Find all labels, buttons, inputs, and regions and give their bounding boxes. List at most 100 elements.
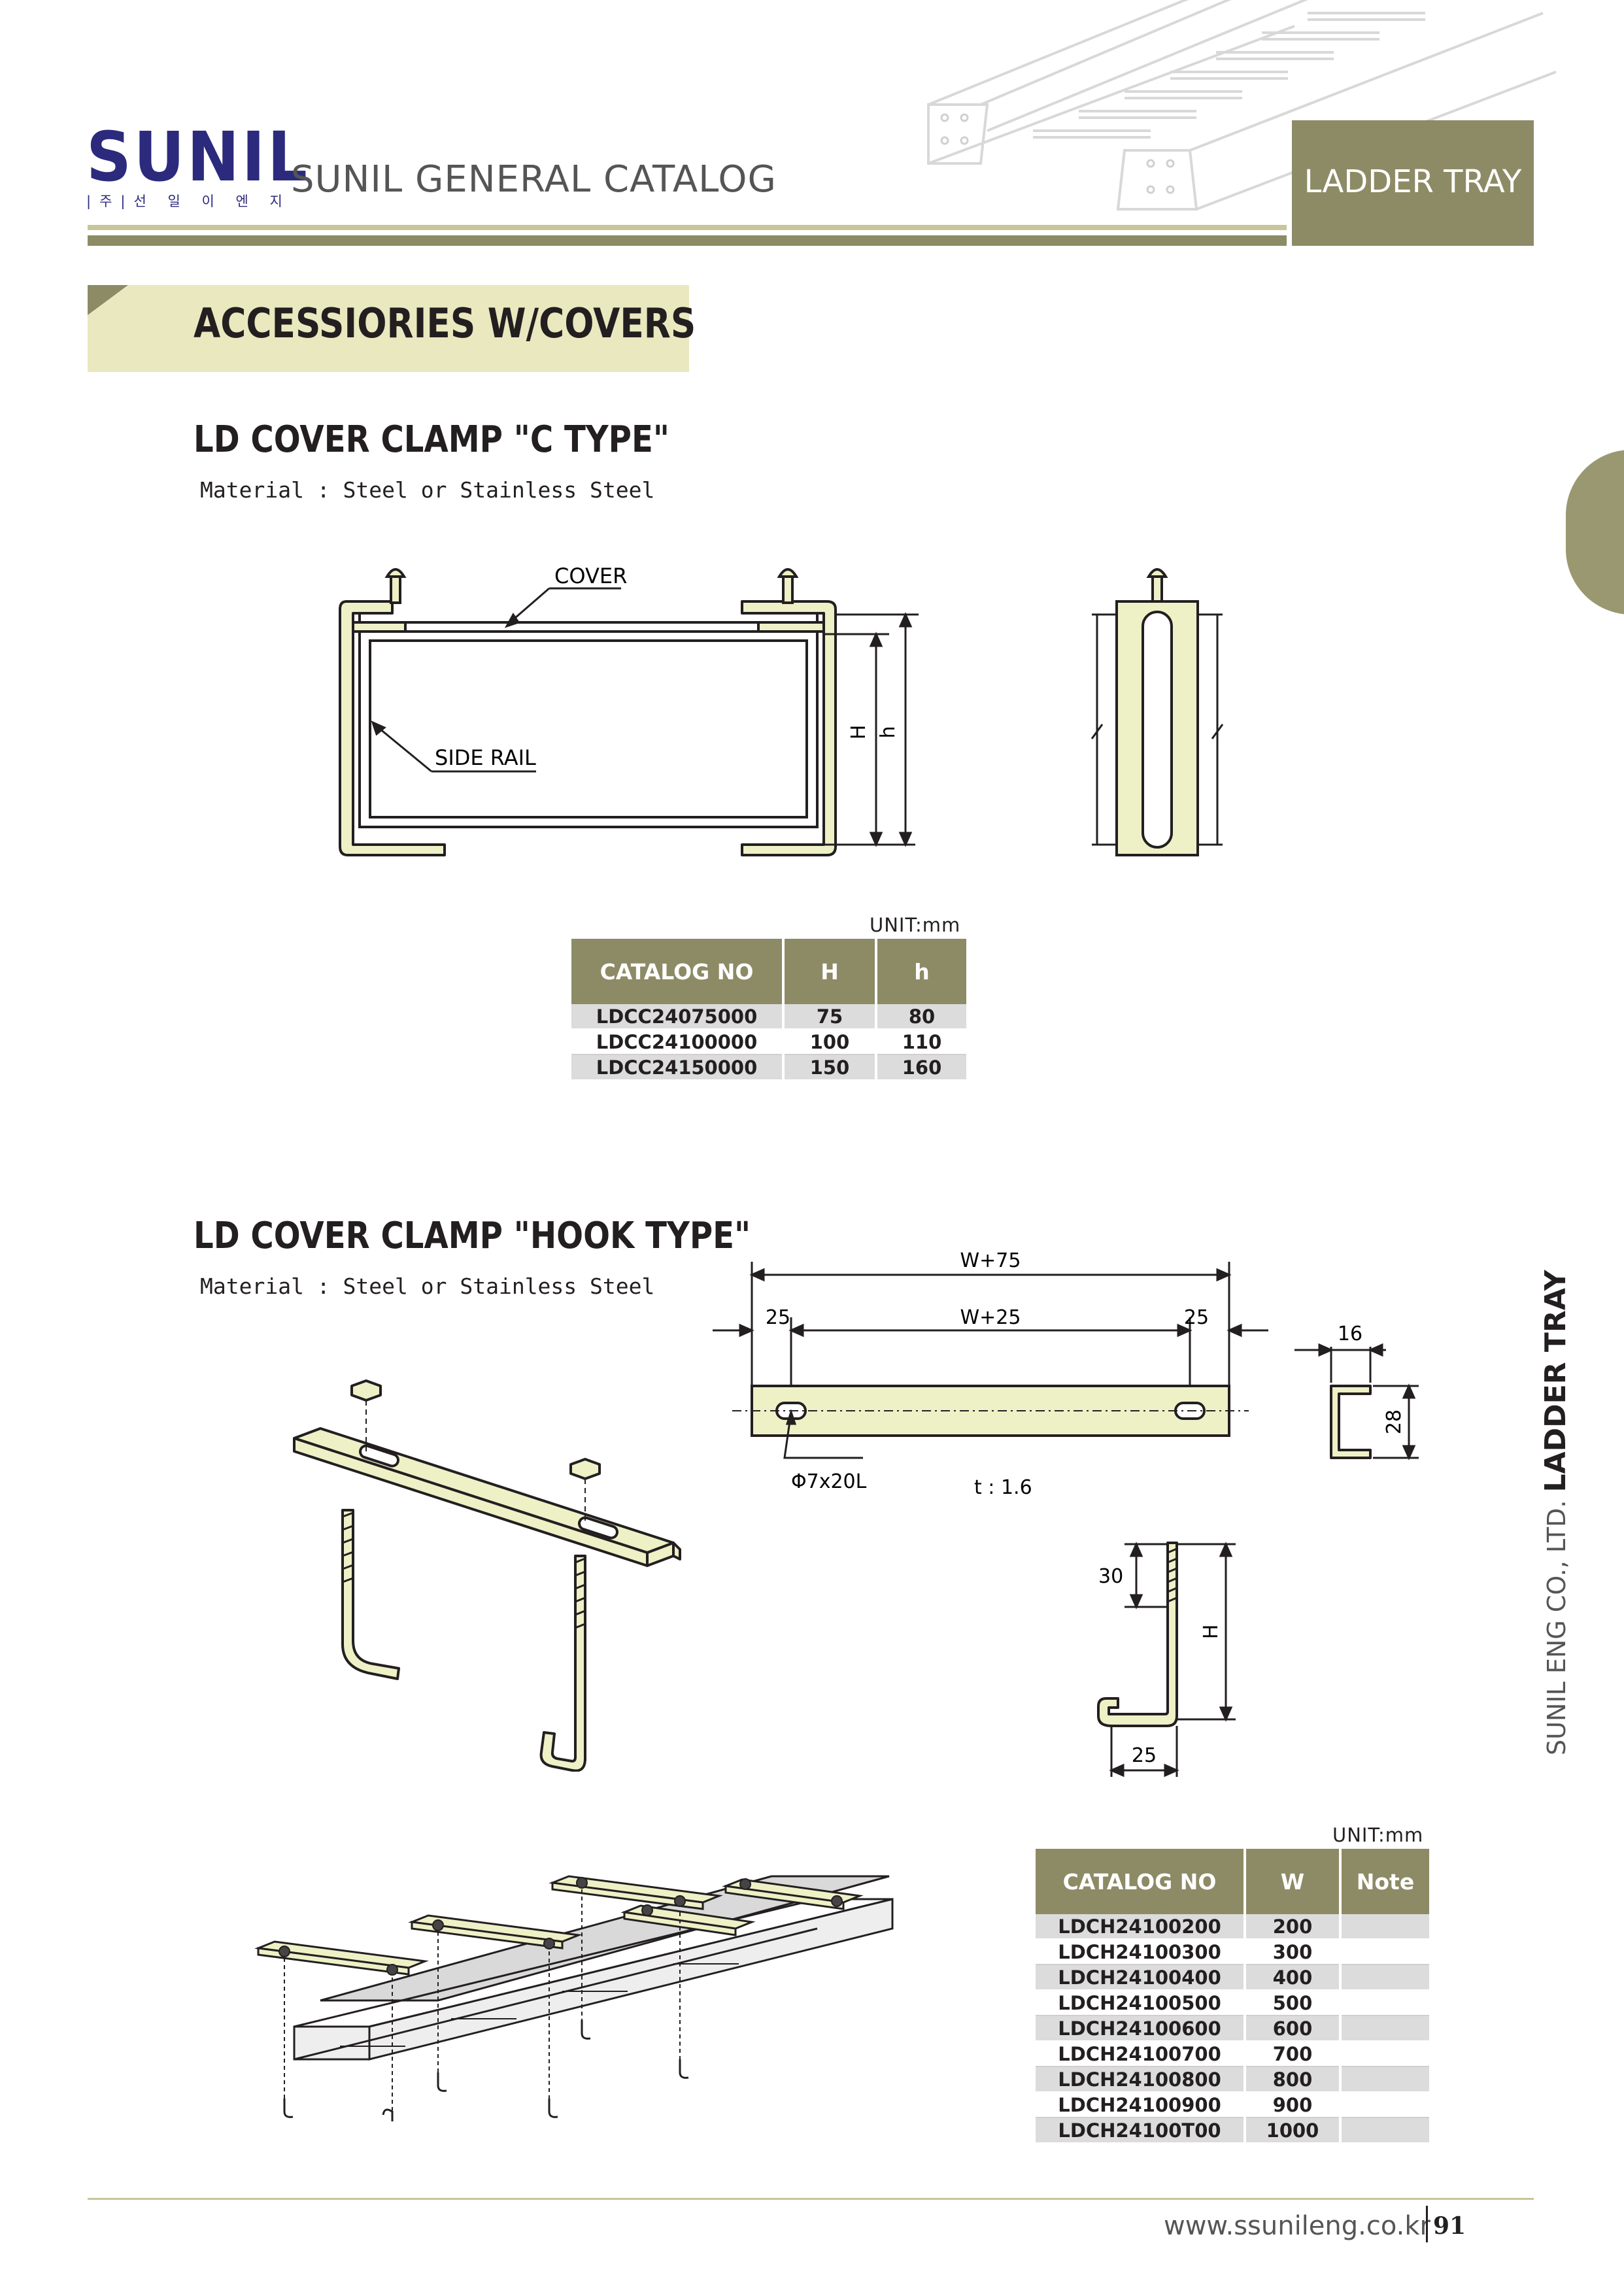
dim-flange-width: 16: [1338, 1323, 1362, 1345]
H-cell: 150: [783, 1054, 877, 1081]
hook-type-col-note: Note: [1340, 1849, 1429, 1914]
ladder-tray-assembly-illustration: [254, 1875, 894, 2121]
company-logo: SUNIL |주|선 일 이 엔 지: [86, 123, 329, 211]
footer-website[interactable]: www.ssunileng.co.kr: [1164, 2211, 1430, 2241]
note-cell: [1340, 1965, 1429, 1991]
side-product: LADDER TRAY: [1539, 1270, 1572, 1493]
dim-inner: W+25: [960, 1306, 1021, 1329]
catalog-no-cell: LDCH24100500: [1036, 1990, 1246, 2016]
hook-clamp-plan-view: W+75 W+25 25 25 Φ7x20L t : 1.6 16 28: [713, 1249, 1419, 1499]
hook-type-material: Material : Steel or Stainless Steel: [200, 1274, 655, 1299]
W-cell: 500: [1245, 1990, 1342, 2016]
catalog-no-cell: LDCH24100800: [1036, 2066, 1246, 2093]
dim-thread-length: 30: [1098, 1565, 1123, 1588]
W-cell: 600: [1245, 2016, 1342, 2042]
note-cell: [1340, 1914, 1429, 1940]
note-cell: [1340, 2092, 1429, 2118]
hook-clamp-isometric: [293, 1379, 681, 1772]
dim-slot: Φ7x20L: [791, 1470, 867, 1493]
c-type-label-side-rail: SIDE RAIL: [435, 745, 536, 770]
c-type-table: CATALOG NO H h LDCC24075000 75 80 LDCC24…: [571, 939, 966, 1081]
catalog-no-cell: LDCH24100400: [1036, 1965, 1246, 1991]
hook-type-title: LD COVER CLAMP "HOOK TYPE": [194, 1215, 751, 1257]
catalog-no-cell: LDCH24100300: [1036, 1939, 1246, 1965]
catalog-no-cell: LDCC24075000: [571, 1004, 785, 1030]
header-rule-light: [88, 225, 1287, 230]
section-heading-box: [88, 285, 689, 372]
table-row: LDCC24150000 150 160: [571, 1054, 966, 1081]
table-row: LDCC24075000 75 80: [571, 1004, 966, 1030]
W-cell: 300: [1245, 1939, 1342, 1965]
c-type-material: Material : Steel or Stainless Steel: [200, 477, 655, 503]
side-company: SUNIL ENG CO., LTD.: [1542, 1500, 1571, 1755]
dim-overall: W+75: [960, 1249, 1021, 1272]
h-cell: 80: [876, 1004, 966, 1030]
c-type-dim-H: H: [847, 725, 870, 740]
table-row: LDCC24100000 100 110: [571, 1029, 966, 1055]
note-cell: [1340, 2117, 1429, 2144]
header-rule-dark: [88, 235, 1287, 246]
dim-profile-height: 28: [1383, 1409, 1406, 1434]
catalog-no-cell: LDCC24100000: [571, 1029, 785, 1055]
c-type-title: LD COVER CLAMP "C TYPE": [194, 418, 669, 461]
hook-type-col-catalog-no: CATALOG NO: [1036, 1849, 1246, 1914]
dim-left-end: 25: [766, 1306, 790, 1329]
category-tag-label: LADDER TRAY: [1304, 163, 1522, 200]
H-cell: 100: [783, 1029, 877, 1055]
hook-type-unit: UNIT:mm: [1332, 1824, 1424, 1846]
note-cell: [1340, 1939, 1429, 1965]
footer-rule: [88, 2198, 1534, 2200]
category-tag: [1292, 120, 1534, 246]
side-tab: [1566, 450, 1624, 615]
logo-wordmark: SUNIL: [86, 117, 310, 197]
note-cell: [1340, 1990, 1429, 2016]
W-cell: 200: [1245, 1914, 1342, 1940]
catalog-no-cell: LDCH24100200: [1036, 1914, 1246, 1940]
note-cell: [1340, 2066, 1429, 2093]
c-type-col-H: H: [783, 939, 877, 1004]
H-cell: 75: [783, 1004, 877, 1030]
c-type-unit: UNIT:mm: [870, 914, 961, 936]
h-cell: 110: [876, 1029, 966, 1055]
dim-hook-width: 25: [1132, 1744, 1157, 1767]
catalog-no-cell: LDCH24100T00: [1036, 2117, 1246, 2144]
catalog-no-cell: LDCC24150000: [571, 1054, 785, 1081]
catalog-no-cell: LDCH24100900: [1036, 2092, 1246, 2118]
dim-thickness: t : 1.6: [974, 1476, 1032, 1499]
h-cell: 160: [876, 1054, 966, 1081]
W-cell: 900: [1245, 2092, 1342, 2118]
hook-bolt-detail: 30 H 25: [1097, 1542, 1236, 1778]
note-cell: [1340, 2041, 1429, 2067]
page-number: 91: [1433, 2212, 1466, 2240]
W-cell: 700: [1245, 2041, 1342, 2067]
W-cell: 1000: [1245, 2117, 1342, 2144]
note-cell: [1340, 2016, 1429, 2042]
dim-right-end: 25: [1184, 1306, 1209, 1329]
c-type-col-h: h: [876, 939, 966, 1004]
c-type-col-catalog-no: CATALOG NO: [571, 939, 785, 1004]
catalog-title: SUNIL GENERAL CATALOG: [291, 158, 777, 201]
page-number-separator: [1426, 2206, 1428, 2242]
catalog-no-cell: LDCH24100700: [1036, 2041, 1246, 2067]
c-type-drawing: H h COVER SIDE RAIL: [339, 564, 1224, 856]
section-heading-corner: [88, 285, 128, 315]
c-type-label-cover: COVER: [554, 564, 627, 588]
W-cell: 800: [1245, 2066, 1342, 2093]
c-type-dim-h: h: [877, 726, 900, 738]
W-cell: 400: [1245, 1965, 1342, 1991]
dim-hook-height: H: [1200, 1625, 1223, 1640]
section-heading: ACCESSIORIES W/COVERS: [194, 299, 696, 347]
logo-korean-subtitle: |주|선 일 이 엔 지: [86, 194, 291, 209]
hook-type-col-W: W: [1245, 1849, 1342, 1914]
catalog-no-cell: LDCH24100600: [1036, 2016, 1246, 2042]
